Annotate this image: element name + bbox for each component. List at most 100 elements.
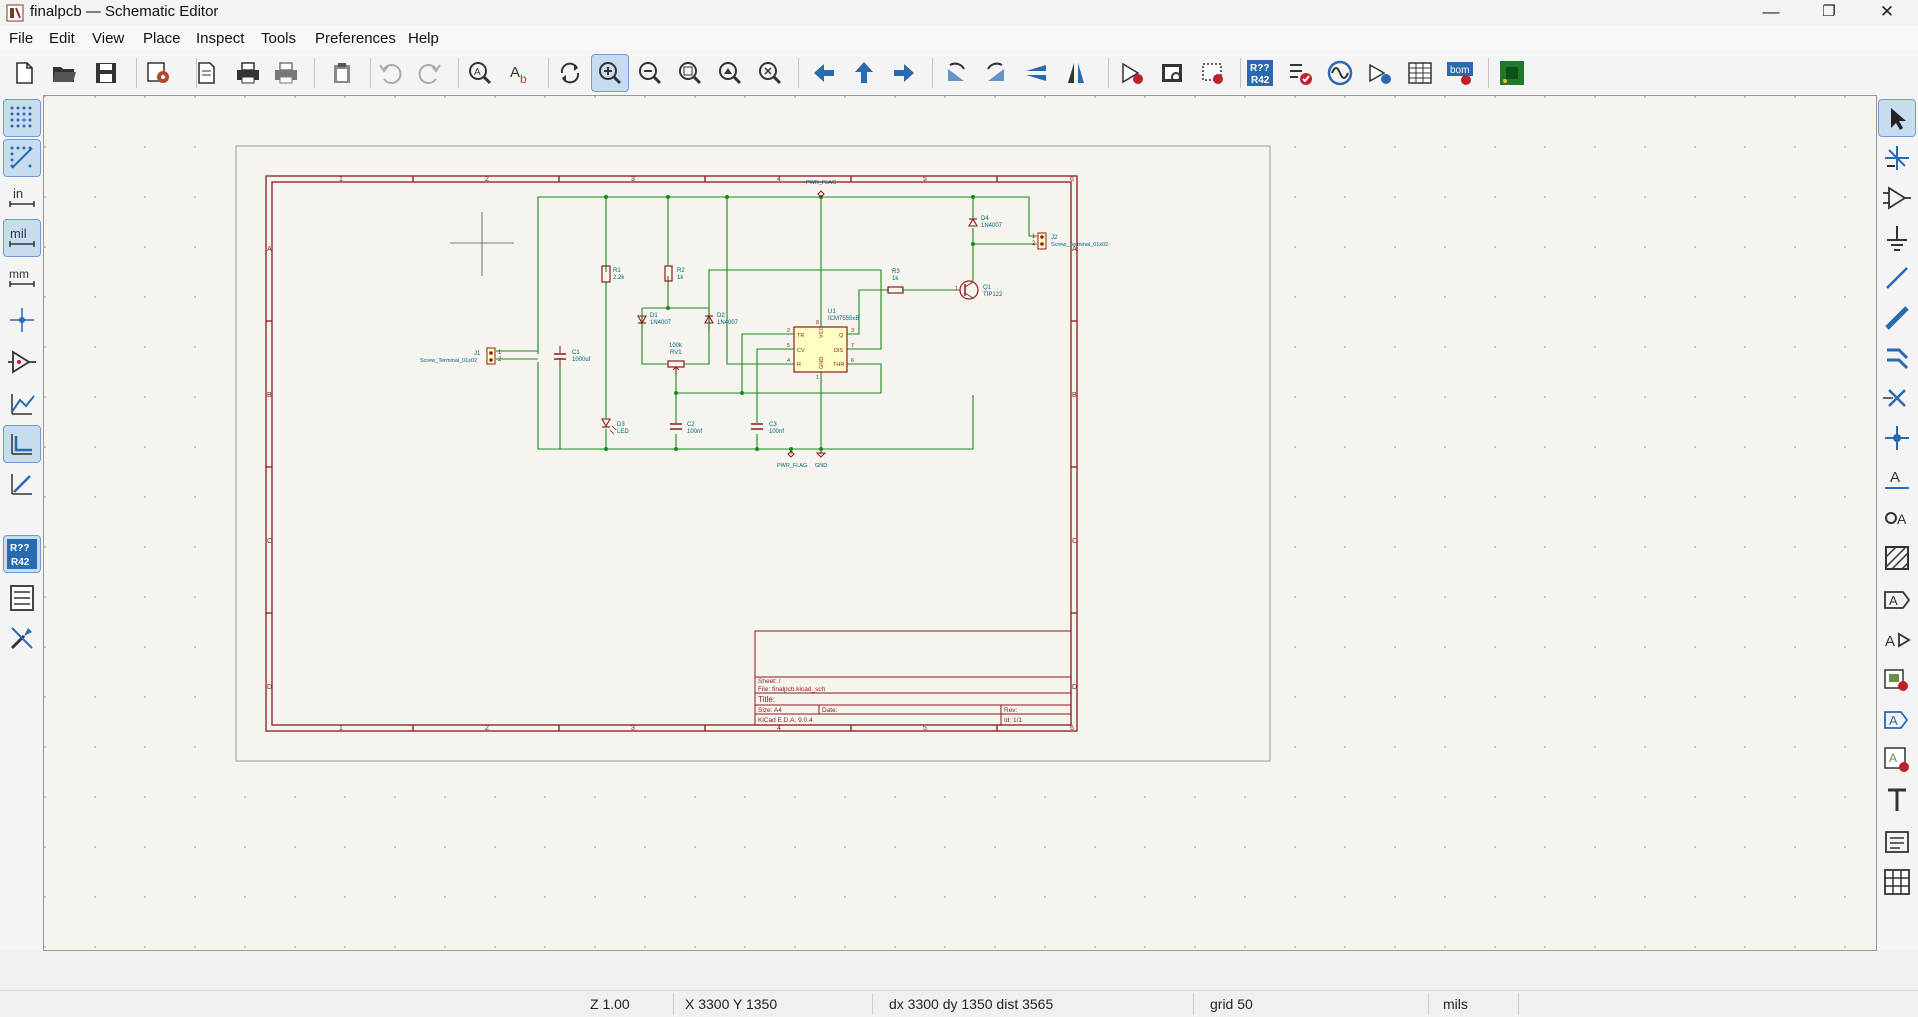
line-mode-free-icon[interactable]: [4, 386, 40, 422]
c3-value: 100nf: [769, 429, 784, 435]
mirror-horizontal-icon[interactable]: [1058, 55, 1094, 91]
rotate-cw-icon[interactable]: [978, 55, 1014, 91]
u1-pin-vcc: VCC: [819, 326, 825, 338]
add-hierarchical-label-icon[interactable]: A: [1879, 622, 1915, 658]
navigate-up-icon[interactable]: [846, 55, 882, 91]
find-icon[interactable]: A: [462, 55, 498, 91]
save-icon[interactable]: [88, 55, 124, 91]
zoom-selection-icon[interactable]: [752, 55, 788, 91]
add-junction-icon[interactable]: [1879, 420, 1915, 456]
pcb-editor-icon[interactable]: [1494, 55, 1530, 91]
maximize-button[interactable]: ❐: [1800, 0, 1858, 26]
units-inches-button[interactable]: in: [4, 180, 40, 216]
title-block-sheet: Sheet: /: [758, 678, 781, 685]
schematic-setup-icon[interactable]: [140, 55, 176, 91]
erc-icon[interactable]: [1282, 55, 1318, 91]
svg-text:A: A: [1889, 593, 1898, 608]
navigate-forward-icon[interactable]: [886, 55, 922, 91]
r1-value: 2.2k: [613, 275, 625, 281]
symbol-library-icon[interactable]: [1154, 55, 1190, 91]
footprint-assignment-tool-icon[interactable]: [1362, 55, 1398, 91]
add-text-icon[interactable]: [1879, 782, 1915, 818]
add-table-icon[interactable]: [1879, 864, 1915, 900]
r1-ref: R1: [613, 268, 621, 274]
r2-ref: R2: [677, 268, 685, 274]
import-sheet-icon[interactable]: A: [1879, 742, 1915, 778]
col-label: 2: [485, 176, 489, 183]
menu-edit[interactable]: Edit: [49, 30, 75, 47]
page-settings-icon[interactable]: [188, 55, 224, 91]
cursor-crosshair-icon[interactable]: [4, 302, 40, 338]
line-mode-90-icon[interactable]: [4, 426, 40, 462]
add-symbol-icon[interactable]: [1879, 180, 1915, 216]
symbol-editor-icon[interactable]: [1114, 55, 1150, 91]
add-sheet-icon[interactable]: [1879, 662, 1915, 698]
add-wire-icon[interactable]: [1879, 260, 1915, 296]
d1-ref: D1: [650, 313, 658, 319]
c1-value: 1000uf: [572, 357, 591, 363]
annotate-icon[interactable]: R??R42: [1242, 55, 1278, 91]
highlight-net-icon[interactable]: [1879, 140, 1915, 176]
menu-tools[interactable]: Tools: [261, 30, 296, 47]
symbol-fields-table-icon[interactable]: [1402, 55, 1438, 91]
annotate-auto-icon[interactable]: R??R42: [4, 536, 40, 572]
add-netclass-directive-icon[interactable]: A: [1879, 500, 1915, 536]
close-button[interactable]: ✕: [1858, 0, 1916, 26]
navigate-back-icon[interactable]: [806, 55, 842, 91]
add-bus-entry-icon[interactable]: [1879, 340, 1915, 376]
units-mils-button[interactable]: mil: [4, 220, 40, 256]
j1-ref: J1: [474, 351, 481, 357]
u1-pin7-num: 7: [851, 343, 854, 349]
title-block-title: Title:: [758, 695, 775, 704]
paste-icon[interactable]: [324, 55, 360, 91]
mirror-vertical-icon[interactable]: [1018, 55, 1054, 91]
menu-help[interactable]: Help: [408, 30, 439, 47]
bom-icon[interactable]: bom: [1442, 55, 1478, 91]
row-label: C: [1072, 538, 1077, 545]
zoom-in-icon[interactable]: [592, 55, 628, 91]
line-mode-45-icon[interactable]: [4, 466, 40, 502]
add-textbox-icon[interactable]: [1879, 824, 1915, 860]
properties-panel-icon[interactable]: [4, 620, 40, 656]
undo-icon[interactable]: [372, 55, 408, 91]
window-title: finalpcb — Schematic Editor: [30, 3, 218, 20]
redo-icon[interactable]: [412, 55, 448, 91]
zoom-fit-icon[interactable]: [672, 55, 708, 91]
no-connect-icon[interactable]: [1879, 380, 1915, 416]
schematic-canvas[interactable]: 1 2 3 4 5 6 1 2 3 4 5 6 A B C D A B C D: [44, 96, 1876, 950]
add-label-icon[interactable]: A: [1879, 460, 1915, 496]
refresh-icon[interactable]: [552, 55, 588, 91]
grid-toggle-icon[interactable]: [4, 100, 40, 136]
menu-file[interactable]: File: [9, 30, 33, 47]
kicad-app-icon: [6, 4, 24, 22]
add-bus-icon[interactable]: [1879, 300, 1915, 336]
add-rule-area-icon[interactable]: [1879, 540, 1915, 576]
footprint-assign-icon[interactable]: [1194, 55, 1230, 91]
units-mm-button[interactable]: mm: [4, 260, 40, 296]
open-folder-icon[interactable]: [46, 55, 82, 91]
status-bar: Z 1.00 X 3300 Y 1350 dx 3300 dy 1350 dis…: [0, 990, 1918, 1017]
svg-text:mil: mil: [10, 226, 27, 241]
zoom-objects-icon[interactable]: [712, 55, 748, 91]
add-global-label-icon[interactable]: A: [1879, 582, 1915, 618]
simulator-icon[interactable]: [1322, 55, 1358, 91]
minimize-button[interactable]: —: [1742, 0, 1800, 26]
add-power-icon[interactable]: [1879, 220, 1915, 256]
import-sheet-pin-icon[interactable]: A: [1879, 702, 1915, 738]
show-pin-electrical-type-icon[interactable]: [4, 344, 40, 380]
hierarchy-navigator-icon[interactable]: [4, 580, 40, 616]
grid-overrides-icon[interactable]: [4, 140, 40, 176]
menu-view[interactable]: View: [92, 30, 124, 47]
zoom-out-icon[interactable]: [632, 55, 668, 91]
pwr-flag-bottom-label: PWR_FLAG: [777, 463, 807, 469]
menu-inspect[interactable]: Inspect: [196, 30, 244, 47]
new-schematic-icon[interactable]: [6, 55, 42, 91]
plot-icon[interactable]: [268, 55, 304, 91]
menu-preferences[interactable]: Preferences: [315, 30, 396, 47]
menu-place[interactable]: Place: [143, 30, 181, 47]
select-tool-icon[interactable]: [1879, 100, 1915, 136]
find-replace-icon[interactable]: Ab: [502, 55, 538, 91]
print-icon[interactable]: [230, 55, 266, 91]
rotate-ccw-icon[interactable]: [938, 55, 974, 91]
col-label: 6: [1070, 725, 1074, 732]
